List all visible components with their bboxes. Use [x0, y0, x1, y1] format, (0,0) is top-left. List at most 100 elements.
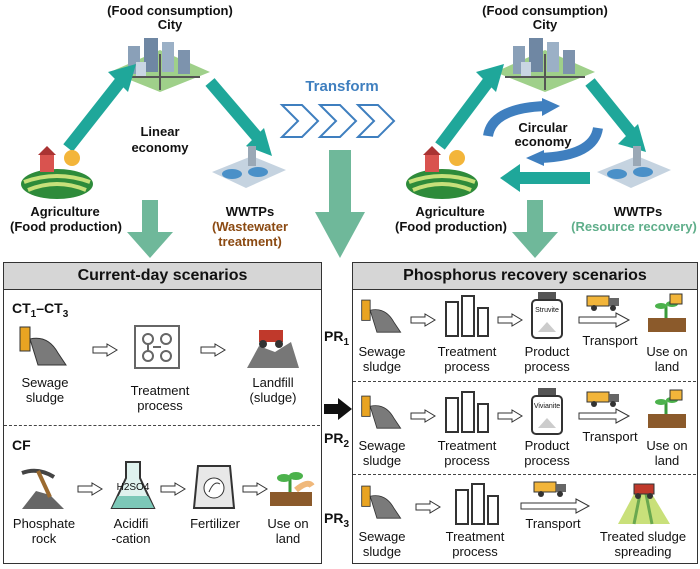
right-down-arrow	[512, 200, 558, 258]
cf-step1-line1: Phosphate	[12, 516, 76, 531]
right-city-top-label: (Food consumption)	[482, 3, 608, 18]
pr2-code: PR2	[324, 430, 350, 450]
pr1-step1-line2: sludge	[362, 359, 402, 374]
pr1-arrow-1	[410, 313, 436, 327]
pr2-step4-line1: Transport	[582, 429, 638, 444]
pr3-step1-line1: Sewage	[358, 529, 406, 544]
pr3-step3-line1: Transport	[525, 516, 581, 531]
struvite-label: Struvite	[535, 307, 559, 314]
pr1-transport-arrow	[578, 312, 631, 328]
current-day-title: Current-day scenarios	[4, 263, 321, 290]
pr1-step4-line1: Transport	[582, 333, 638, 348]
cf-arrow-2	[160, 482, 186, 496]
left-down-arrow	[127, 200, 173, 258]
left-agri-label2: (Food production)	[10, 219, 122, 234]
phosphate-rock-icon	[21, 468, 64, 509]
pr2-transport-arrow	[578, 408, 631, 424]
left-city-top-label: (Food consumption)	[107, 3, 233, 18]
circular-economy-line2: economy	[514, 134, 572, 149]
pr2-step5-line2: land	[654, 453, 680, 468]
pr2-treatment-tanks-icon	[445, 391, 489, 433]
pr3-step4-line1: Treated sludge	[599, 529, 687, 544]
left-agri-label1: Agriculture	[30, 204, 100, 219]
ct-step2-line1: Treatment	[130, 383, 190, 398]
pr2-step3-line1: Product	[524, 438, 570, 453]
pr1-step3-line1: Product	[524, 344, 570, 359]
pr1-step5-line2: land	[654, 359, 680, 374]
ct-step2-line2: process	[137, 398, 183, 413]
cf-scenario-code: CF	[12, 437, 31, 453]
cf-step3-line1: Fertilizer	[190, 516, 240, 531]
current-divider	[4, 425, 320, 426]
pr2-product-bottle-icon	[531, 388, 563, 435]
cf-step2-line1: Acidifi	[113, 516, 149, 531]
pr1-treatment-tanks-icon	[445, 295, 489, 337]
right-city-icon	[495, 38, 595, 92]
right-wwtp-label2: (Resource recovery)	[571, 219, 697, 234]
left-city-label: City	[157, 17, 183, 32]
pr3-step4-line2: spreading	[614, 544, 672, 559]
left-cycle-arrows	[63, 64, 272, 156]
left-wwtp-icon	[212, 146, 286, 188]
pr3-code: PR3	[324, 510, 350, 530]
pr2-arrow-1	[410, 409, 436, 423]
pr1-sewage-sludge-icon	[361, 299, 402, 333]
pr2-step5-line1: Use on	[646, 438, 688, 453]
ct-step3-line2: (sludge)	[249, 390, 297, 405]
right-agriculture-icon	[406, 146, 478, 199]
pr2-step2-line1: Treatment	[437, 438, 497, 453]
pr1-truck-icon	[586, 295, 619, 311]
cf-step1-line2: rock	[31, 531, 57, 546]
pr2-sewage-sludge-icon	[361, 395, 402, 429]
center-down-arrow	[315, 150, 365, 258]
cf-arrow-1	[77, 482, 103, 496]
pr1-step2-line2: process	[444, 359, 490, 374]
vivianite-label: Vivianite	[533, 403, 561, 410]
pr3-transport-arrow	[520, 498, 591, 514]
linear-economy-line1: Linear	[140, 124, 180, 139]
pr3-truck-icon	[533, 481, 566, 497]
ct-step3-line1: Landfill	[252, 375, 294, 390]
pr3-sludge-spreading-icon	[618, 483, 670, 525]
use-on-land-icon	[270, 472, 315, 506]
pr2-step1-line2: sludge	[362, 453, 402, 468]
sewage-sludge-icon	[19, 326, 67, 366]
pr1-step5-line1: Use on	[646, 344, 688, 359]
recovery-divider-1	[353, 381, 696, 382]
cf-step2-line2: -cation	[111, 531, 151, 546]
pr-pointer-arrow	[324, 398, 352, 420]
pr1-code: PR1	[324, 328, 350, 348]
pr3-step2-line1: Treatment	[445, 529, 505, 544]
linear-economy-line2: economy	[131, 140, 189, 155]
pr3-treatment-tanks-icon	[455, 483, 499, 525]
pr1-use-on-land-icon	[648, 293, 686, 332]
ct-arrow-1	[92, 343, 118, 357]
pr2-arrow-2	[497, 409, 523, 423]
ct-arrow-2	[200, 343, 226, 357]
pr2-step2-line2: process	[444, 453, 490, 468]
pr1-step3-line2: process	[524, 359, 570, 374]
right-agri-label2: (Food production)	[395, 219, 507, 234]
left-wwtp-label2: (Wastewater	[211, 219, 289, 234]
cf-arrow-3	[242, 482, 268, 496]
pr3-arrow-1	[415, 500, 441, 514]
left-wwtp-label1: WWTPs	[225, 204, 275, 219]
pr3-step2-line2: process	[452, 544, 498, 559]
current-day-panel: Current-day scenarios	[3, 262, 322, 564]
circular-economy-line1: Circular	[518, 120, 568, 135]
pr2-step3-line2: process	[524, 453, 570, 468]
flask-icon	[110, 461, 156, 509]
landfill-icon	[247, 330, 299, 368]
right-cycle-arrows	[435, 64, 646, 192]
ct-step1-line2: sludge	[25, 390, 65, 405]
cf-step4-line2: land	[275, 531, 301, 546]
fertilizer-icon	[192, 465, 236, 509]
pr1-arrow-2	[497, 313, 523, 327]
pr2-use-on-land-icon	[648, 389, 686, 428]
pr3-step1-line2: sludge	[362, 544, 402, 559]
pr2-step1-line1: Sewage	[358, 438, 406, 453]
ct-step1-line1: Sewage	[21, 375, 69, 390]
right-wwtp-icon	[597, 146, 671, 188]
ct-scenario-code: CT1–CT3	[12, 300, 69, 320]
left-agriculture-icon	[21, 146, 93, 199]
